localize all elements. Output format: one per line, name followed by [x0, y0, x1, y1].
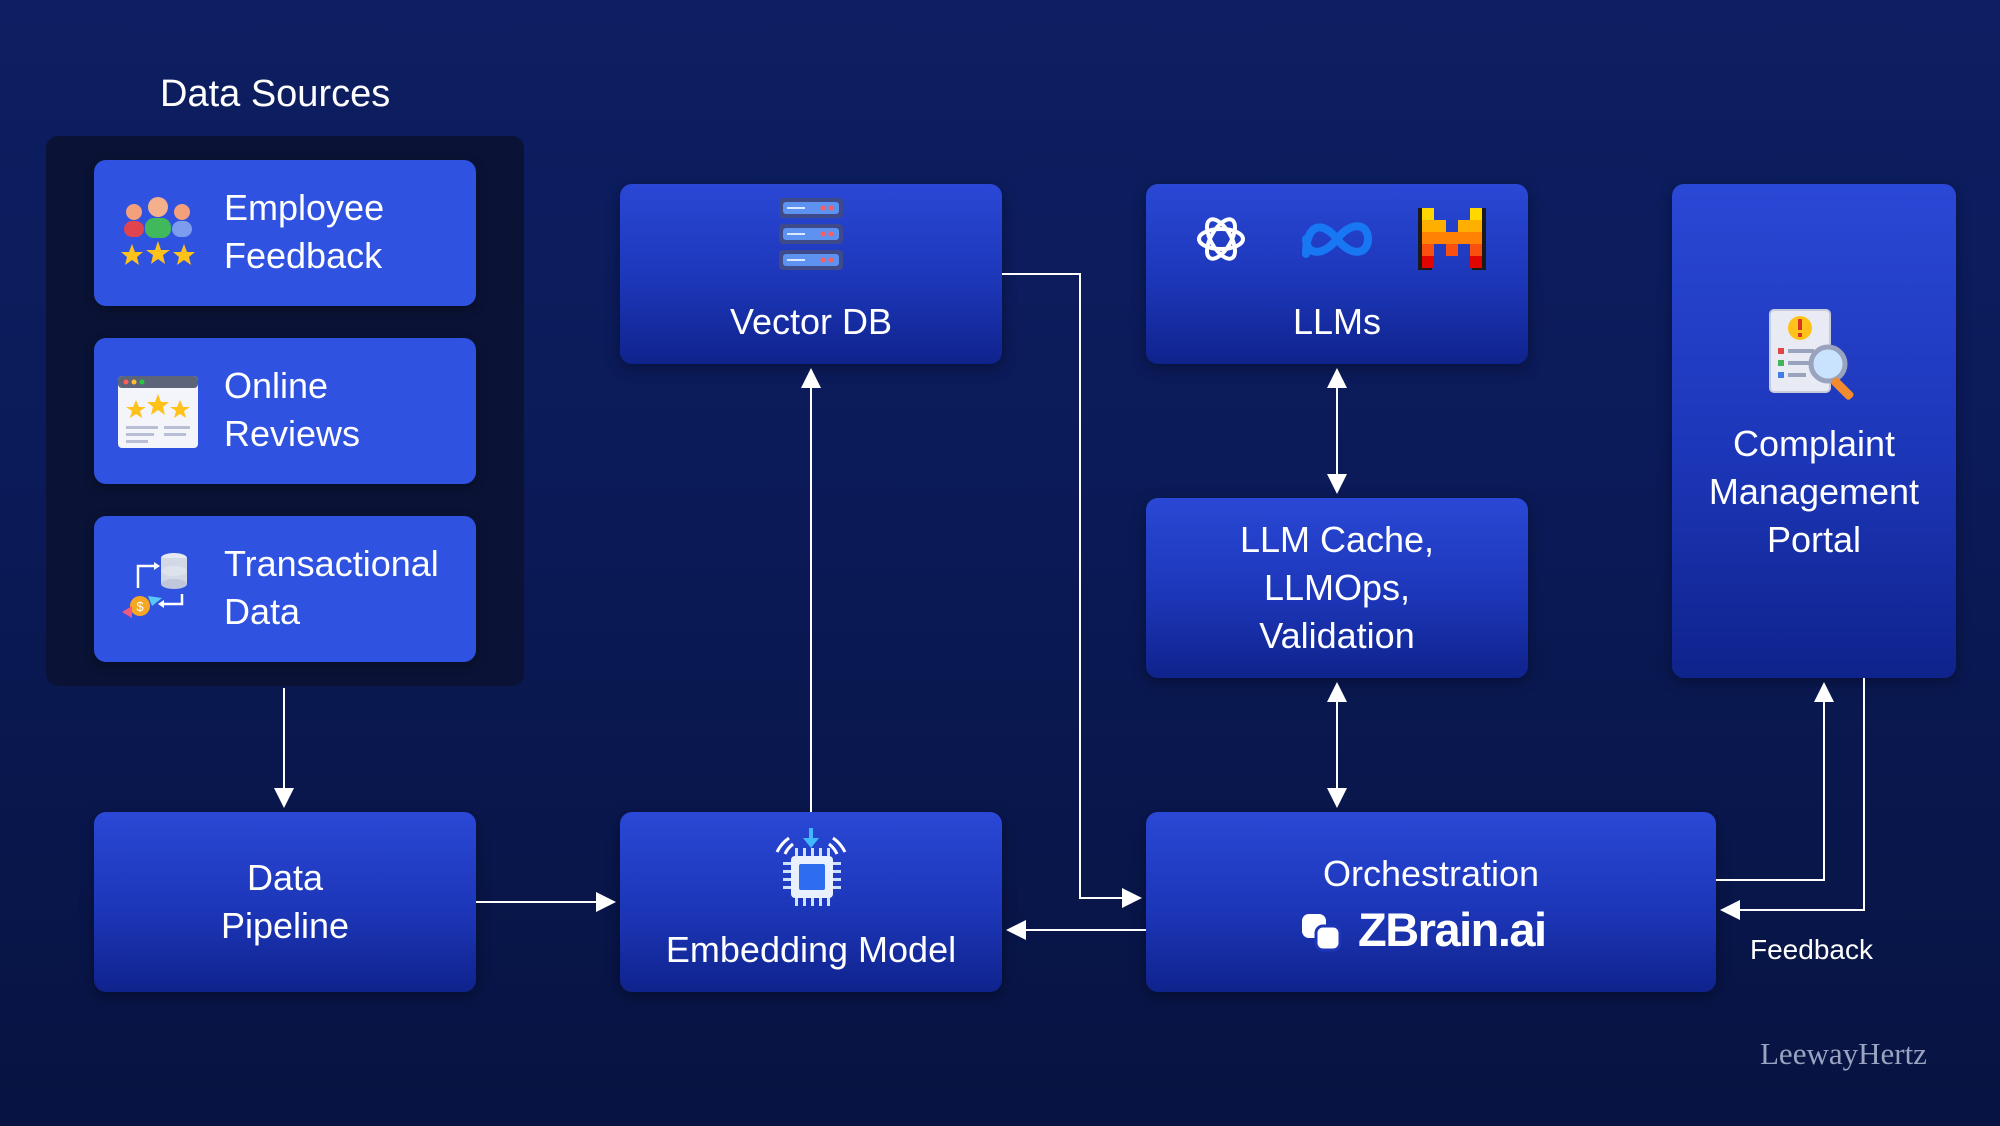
employee-feedback-icon	[121, 197, 195, 265]
openai-logo-icon	[1197, 217, 1245, 261]
arrow-orchestration-to-portal	[1716, 682, 1834, 881]
arrow-portal-feedback-to-orchestration	[1720, 678, 1865, 920]
svg-text:$: $	[136, 599, 144, 614]
source-label-line1: Employee	[224, 187, 385, 228]
data-pipeline-line2: Pipeline	[220, 905, 350, 946]
llms-label: LLMs	[1292, 301, 1382, 342]
zbrain-logo-icon	[1302, 914, 1342, 952]
online-reviews-icon	[118, 376, 198, 448]
embedding-model-node[interactable]: Embedding Model	[620, 812, 1002, 992]
source-label-line2: Data	[224, 591, 301, 632]
complaint-portal-line2: Management	[1708, 471, 1920, 512]
llms-node[interactable]: LLMs	[1146, 184, 1528, 364]
source-label-line1: Transactional	[224, 543, 439, 584]
zbrain-brand-text: ZBrain.ai	[1358, 903, 1547, 956]
source-label-line2: Feedback	[224, 235, 383, 276]
llm-cache-line1: LLM Cache,	[1239, 519, 1435, 560]
vector-db-label: Vector DB	[729, 301, 893, 342]
source-label-line1: Online	[224, 365, 329, 406]
embedding-model-label: Embedding Model	[665, 929, 957, 970]
source-online-reviews[interactable]: Online Reviews	[94, 338, 476, 484]
source-transactional-data[interactable]: $ Transactional Data	[94, 516, 476, 662]
orchestration-label: Orchestration	[1322, 853, 1540, 894]
feedback-label: Feedback	[1750, 934, 1873, 965]
watermark: LeewayHertz	[1760, 1036, 1927, 1071]
ai-chip-icon	[775, 828, 847, 906]
transactional-data-icon: $	[122, 553, 187, 618]
orchestration-node[interactable]: Orchestration ZBrain.ai	[1146, 812, 1716, 992]
mistral-logo-icon	[1418, 208, 1486, 270]
meta-logo-icon	[1302, 222, 1373, 258]
vector-db-node[interactable]: Vector DB	[620, 184, 1002, 364]
llm-cache-node[interactable]: LLM Cache, LLMOps, Validation	[1146, 498, 1528, 678]
arrow-vectordb-to-orchestration	[1002, 273, 1142, 908]
database-server-icon	[779, 198, 843, 270]
complaint-report-icon	[1769, 309, 1854, 400]
source-employee-feedback[interactable]: Employee Feedback	[94, 160, 476, 306]
complaint-portal-node[interactable]: Complaint Management Portal	[1672, 184, 1956, 678]
complaint-portal-line1: Complaint	[1732, 423, 1896, 464]
data-sources-title: Data Sources	[160, 73, 391, 115]
data-pipeline-node[interactable]: Data Pipeline	[94, 812, 476, 992]
llm-cache-line3: Validation	[1259, 615, 1415, 656]
llm-cache-line2: LLMOps,	[1263, 567, 1411, 608]
source-label-line2: Reviews	[224, 413, 361, 454]
complaint-portal-line3: Portal	[1766, 519, 1862, 560]
data-pipeline-line1: Data	[246, 857, 324, 898]
